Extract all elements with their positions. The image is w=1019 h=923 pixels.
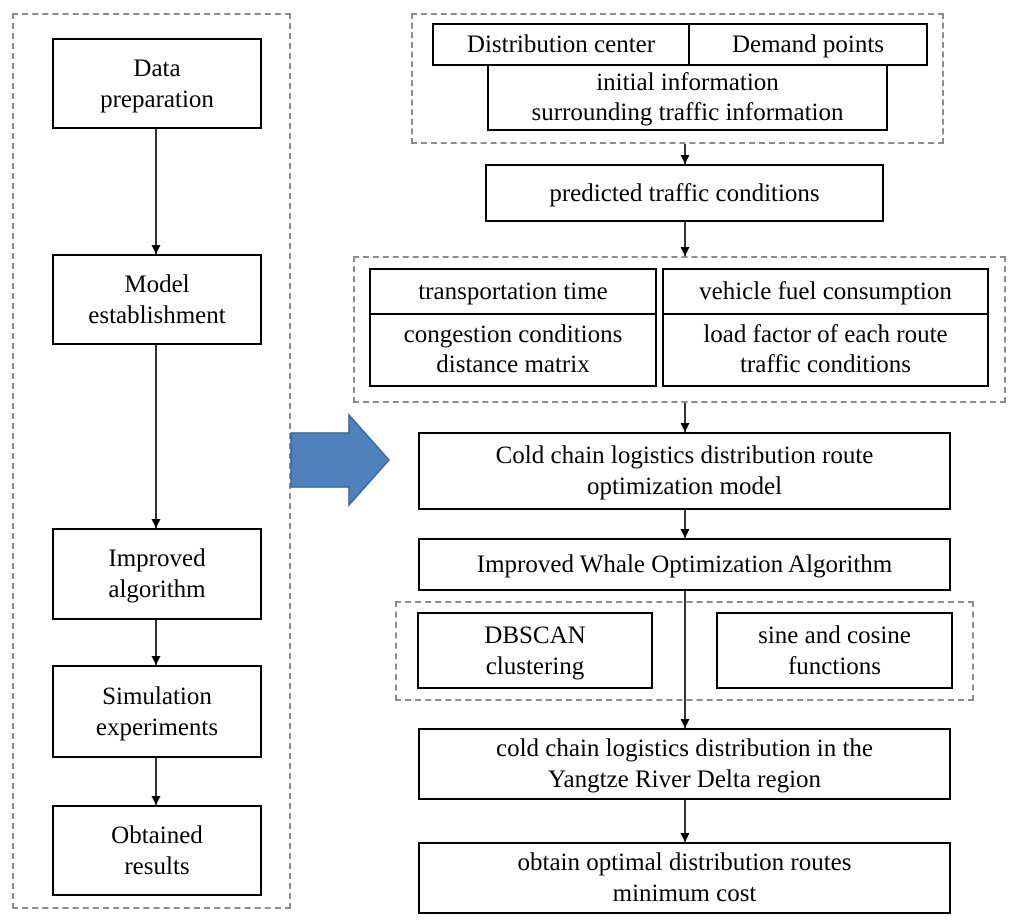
congestion-distance-cell: congestion conditions distance matrix — [369, 313, 657, 387]
yangtze-application-box: cold chain logistics distribution in the… — [418, 728, 951, 800]
predicted-traffic-box: predicted traffic conditions — [485, 164, 884, 222]
step-data-preparation: Data preparation — [52, 38, 262, 129]
route-optimization-model-box: Cold chain logistics distribution route … — [418, 432, 951, 510]
distribution-center-cell: Distribution center — [432, 23, 690, 66]
optimal-routes-box: obtain optimal distribution routes minim… — [418, 842, 951, 914]
initial-info-cell: initial information surrounding traffic … — [487, 64, 888, 131]
factor-group-frame — [353, 256, 1006, 403]
input-group-frame — [411, 13, 944, 144]
dbscan-clustering-box: DBSCAN clustering — [417, 612, 653, 689]
load-factor-cell: load factor of each route traffic condit… — [662, 313, 989, 387]
transportation-time-cell: transportation time — [369, 268, 657, 315]
improved-woa-box: Improved Whale Optimization Algorithm — [418, 538, 951, 591]
step-improved-algorithm: Improved algorithm — [52, 528, 262, 620]
fuel-consumption-cell: vehicle fuel consumption — [662, 268, 989, 315]
demand-points-cell: Demand points — [688, 23, 928, 66]
step-simulation-experiments: Simulation experiments — [52, 665, 262, 758]
step-obtained-results: Obtained results — [52, 805, 262, 896]
sine-cosine-box: sine and cosine functions — [716, 612, 953, 689]
step-model-establishment: Model establishment — [52, 254, 262, 345]
left-flow-frame — [12, 13, 291, 909]
big-transition-arrow — [290, 413, 391, 507]
